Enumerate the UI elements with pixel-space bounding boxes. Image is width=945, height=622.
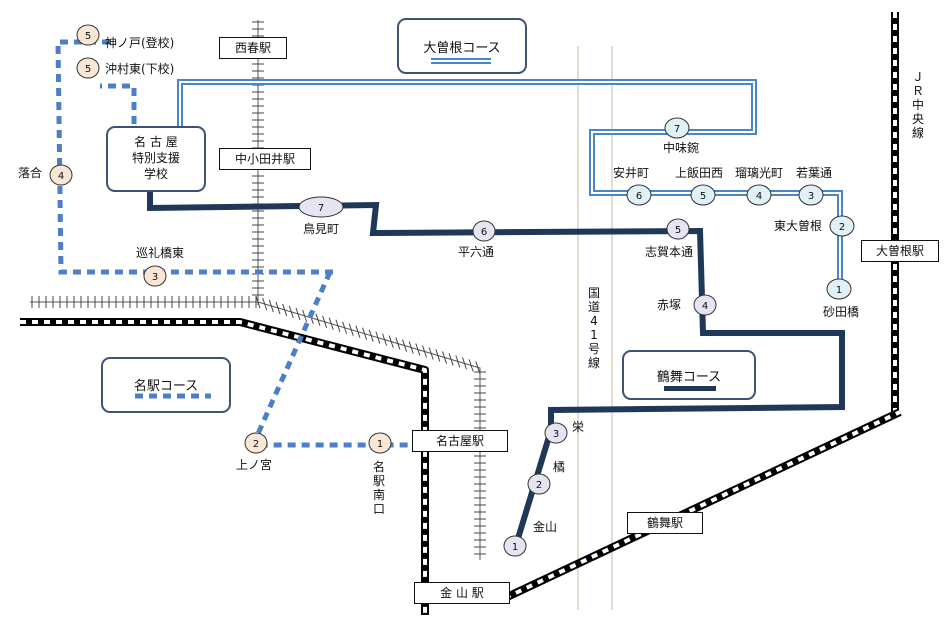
station-tsurumai: 鶴舞駅 xyxy=(627,512,703,534)
ozone-stop-3-label: 若葉通 xyxy=(796,166,833,180)
meieki-stop-3-marker xyxy=(143,265,167,287)
ozone-stop-7-marker xyxy=(664,117,690,139)
tsurumai-stop-5-number: 5 xyxy=(675,225,681,236)
tsurumai-stop-3-number: 3 xyxy=(553,429,559,440)
tsurumai-course-swatch xyxy=(664,386,716,391)
tsurumai-course-legend: 鶴舞コース xyxy=(622,350,756,400)
meieki-stop-1-marker xyxy=(368,432,392,454)
tsurumai-stop-7-label: 鳥見町 xyxy=(303,222,340,236)
meieki-stop-2-number: 2 xyxy=(253,439,259,450)
tsurumai-course-title: 鶴舞コース xyxy=(656,370,722,385)
ozone-stop-2-label: 東大曽根 xyxy=(774,219,823,233)
tsurumai-stop-4-label: 赤塚 xyxy=(657,298,682,312)
station-kanayama: 金 山 駅 xyxy=(414,582,510,604)
tsurumai-stop-5-marker xyxy=(666,218,690,240)
tsurumai-stop-2-label: 橘 xyxy=(553,460,566,474)
tsurumai-stop-4-number: 4 xyxy=(702,301,708,312)
ozone-course-title: 大曽根コース xyxy=(423,41,501,56)
meieki-stop-5-up-label: 神ノ戸(登校) xyxy=(105,36,175,50)
ozone-stop-7-label: 中味鋺 xyxy=(663,141,700,155)
ozone-stop-6-label: 安井町 xyxy=(613,166,650,180)
ozone-stop-5-label: 上飯田西 xyxy=(675,166,724,180)
ozone-stop-6-marker xyxy=(626,184,652,206)
tsurumai-stop-6-label: 平六通 xyxy=(458,245,495,259)
meieki-course-title: 名駅コース xyxy=(133,379,199,394)
tsurumai-stop-3-marker xyxy=(544,422,568,444)
route-41-road xyxy=(577,46,613,610)
tsurumai-stop-5-label: 志賀本通 xyxy=(645,245,694,259)
jr-chuo-line-label: ＪＲ中央線 xyxy=(911,70,924,140)
meieki-course-line xyxy=(55,39,410,448)
ozone-stop-2-number: 2 xyxy=(839,222,845,233)
meieki-stop-6-number: 5 xyxy=(85,31,91,42)
meieki-stop-4-number: 4 xyxy=(58,171,64,182)
tsurumai-stop-2-marker xyxy=(527,473,551,495)
meieki-stop-5-down-label: 沖村東(下校) xyxy=(105,62,175,76)
meieki-stop-1-number: 1 xyxy=(377,439,383,450)
tsurumai-stop-4-marker xyxy=(693,294,717,316)
tsurumai-stop-1-number: 1 xyxy=(512,542,518,553)
ozone-stops: 1 2 3 4 5 6 7 xyxy=(626,117,855,300)
school-name-line1: 名 古 屋 xyxy=(134,135,178,149)
ozone-stop-3-number: 3 xyxy=(808,191,814,202)
school-name-line2: 特別支援 xyxy=(131,151,180,165)
route-41-label: 国道41号線 xyxy=(587,286,600,370)
meieki-stop-2-marker xyxy=(244,432,268,454)
meieki-course-legend: 名駅コース xyxy=(101,357,231,413)
tsurumai-stop-3-label: 栄 xyxy=(572,420,585,434)
ozone-stop-3-marker xyxy=(798,184,824,206)
station-nishiharu: 西春駅 xyxy=(219,37,287,59)
meieki-course-swatch xyxy=(135,393,211,399)
meieki-stop-6-marker xyxy=(76,24,100,46)
ozone-stop-4-marker xyxy=(746,184,772,206)
meieki-stop-4-marker xyxy=(49,164,73,186)
ozone-stop-7-number: 7 xyxy=(674,124,680,135)
ozone-stop-2-marker xyxy=(829,215,855,237)
meieki-stops: 1 2 3 4 5 5 xyxy=(49,24,392,454)
ozone-course-legend: 大曽根コース xyxy=(397,18,527,74)
ozone-stop-5-number: 5 xyxy=(700,191,706,202)
station-nagoya: 名古屋駅 xyxy=(412,430,508,452)
ozone-stop-5-marker xyxy=(690,184,716,206)
ozone-stop-1-marker xyxy=(826,278,852,300)
tsurumai-stop-6-marker xyxy=(472,220,496,242)
school-name-line3: 学校 xyxy=(143,167,168,181)
jr-chuo-line xyxy=(20,12,902,615)
tsurumai-stops: 1 2 3 4 5 6 7 xyxy=(298,196,717,557)
ozone-stop-1-number: 1 xyxy=(836,285,842,296)
station-konakataii: 中小田井駅 xyxy=(219,148,311,170)
ozone-stop-4-number: 4 xyxy=(756,191,762,202)
meieki-stop-3-number: 3 xyxy=(152,272,158,283)
tsurumai-stop-2-number: 2 xyxy=(536,480,542,491)
meieki-stop-5-number: 5 xyxy=(85,64,91,75)
ozone-course-line xyxy=(177,79,843,282)
ozone-stop-1-label: 砂田橋 xyxy=(823,305,860,319)
meieki-stop-3-label: 巡礼橋東 xyxy=(136,246,185,260)
tsurumai-stop-6-number: 6 xyxy=(481,227,487,238)
meieki-stop-5-marker xyxy=(76,57,100,79)
station-ozone: 大曽根駅 xyxy=(861,240,939,262)
meieki-stop-1-label: 名駅南口 xyxy=(372,460,385,516)
ozone-course-swatch xyxy=(431,58,491,64)
ozone-stop-4-label: 瑠璃光町 xyxy=(735,166,784,180)
tsurumai-stop-1-marker xyxy=(503,535,527,557)
ozone-stop-6-number: 6 xyxy=(636,191,642,202)
tsurumai-stop-7-marker xyxy=(298,196,344,218)
tsurumai-stop-7-number: 7 xyxy=(318,203,324,214)
meieki-stop-4-label: 落合 xyxy=(18,166,43,180)
school-box: 名 古 屋 特別支援 学校 xyxy=(106,126,206,192)
tsurumai-stop-1-label: 金山 xyxy=(533,520,558,534)
meieki-stop-2-label: 上ノ宮 xyxy=(236,458,273,472)
